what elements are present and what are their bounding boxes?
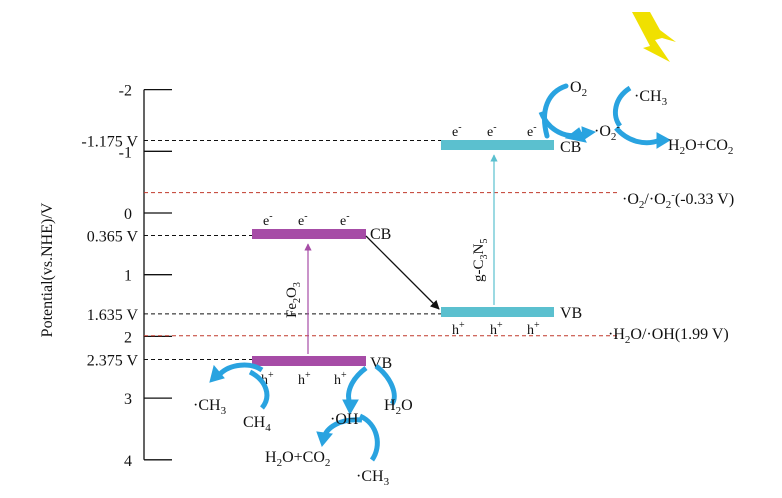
species-superoxide: ·O2- [594, 121, 620, 143]
hole: h+ [298, 370, 311, 388]
potential-axis: -2 -1 0 1 2 3 4 [119, 83, 172, 470]
curved-arrow-h2o [374, 364, 397, 406]
ref-label-oh: ·H2O/·OH(1.99 V) [608, 326, 729, 346]
gcn-vb-band [441, 307, 554, 317]
curved-arrow-head-o2 [581, 126, 597, 141]
curved-arrow-ch4-stem [248, 369, 270, 410]
curved-arrow-to-products [614, 126, 661, 146]
fe2o3-label: Fe2O3 [284, 282, 303, 318]
fe2o3-vb-band [252, 356, 366, 366]
species-ch3-bottom: ·CH3 [356, 468, 390, 488]
hole: h+ [527, 320, 540, 338]
curved-arrow-ch3-bottom [358, 413, 380, 462]
curved-arrow-e-to-o2 [538, 110, 585, 139]
curved-arrow-head-bottom-products [316, 431, 333, 447]
hole: h+ [452, 320, 465, 338]
axis-title: Potential(vs.NHE)/V [39, 202, 56, 337]
gcn-vb-label: VB [560, 305, 582, 322]
species-h2o-co2-top: H2O+CO2 [668, 137, 733, 157]
electron: e- [340, 211, 350, 229]
species-oh: ·OH [330, 411, 359, 428]
species-h2o-co2-bottom: H2O+CO2 [265, 449, 330, 469]
species-h2o: H2O [384, 397, 413, 417]
electron: e- [487, 122, 497, 140]
curved-arrow-head-oh [342, 399, 359, 416]
axis-tick-label: 4 [124, 453, 132, 470]
level-label-cn-vb: 1.635 V [87, 307, 139, 324]
curved-arrow-oh [346, 366, 368, 405]
curved-arrow-ch3-top [612, 85, 632, 128]
gcn-holes: h+ h+ h+ [452, 320, 540, 338]
electron-transfer-arrow [365, 235, 440, 310]
hole: h+ [490, 320, 503, 338]
gcn-cb-label: CB [560, 139, 581, 156]
species-ch4: CH4 [243, 414, 271, 434]
fe2o3-cb-band [252, 229, 366, 239]
reference-lines [144, 192, 620, 337]
fe2o3-electrons: e-e-e- [263, 211, 350, 229]
species-o2: O2 [570, 79, 587, 99]
fe2o3-holes: h+ h+ h+ [261, 370, 347, 388]
fe2o3-cb-label: CB [370, 226, 391, 243]
electron: e- [527, 122, 537, 140]
hole: h+ [334, 370, 347, 388]
electron: e- [452, 122, 462, 140]
light-icon [632, 12, 676, 62]
level-label-fe-cb: 0.365 V [87, 229, 139, 246]
axis-tick-label: 0 [124, 206, 132, 223]
axis-tick-label: -1 [119, 144, 132, 161]
electron: e- [298, 211, 308, 229]
level-label-cn-cb: -1.175 V [81, 134, 138, 151]
gcn-electrons: e-e-e- [452, 122, 537, 140]
hole: h+ [261, 370, 274, 388]
axis-tick-label: 3 [124, 391, 132, 408]
level-label-fe-vb: 2.375 V [87, 353, 139, 370]
ref-label-o2: ·O2/·O2-(-0.33 V) [622, 189, 734, 211]
axis-tick-label: 2 [124, 329, 132, 346]
curved-arrow-head-ch3-left [209, 364, 225, 383]
curved-arrow-head-products [656, 132, 672, 149]
level-lines: -1.175 V 0.365 V 1.635 V 2.375 V [81, 134, 441, 370]
axis-tick-label: 1 [124, 268, 132, 285]
curved-arrow-ch4-left [218, 362, 264, 376]
electron: e- [263, 211, 273, 229]
axis-tick-label: -2 [119, 83, 132, 100]
gcn-cb-band [441, 140, 554, 150]
species-ch3-left: ·CH3 [193, 397, 227, 417]
species-ch3-top: ·CH3 [634, 88, 668, 108]
gcn-label: g-C3N5 [471, 239, 490, 282]
